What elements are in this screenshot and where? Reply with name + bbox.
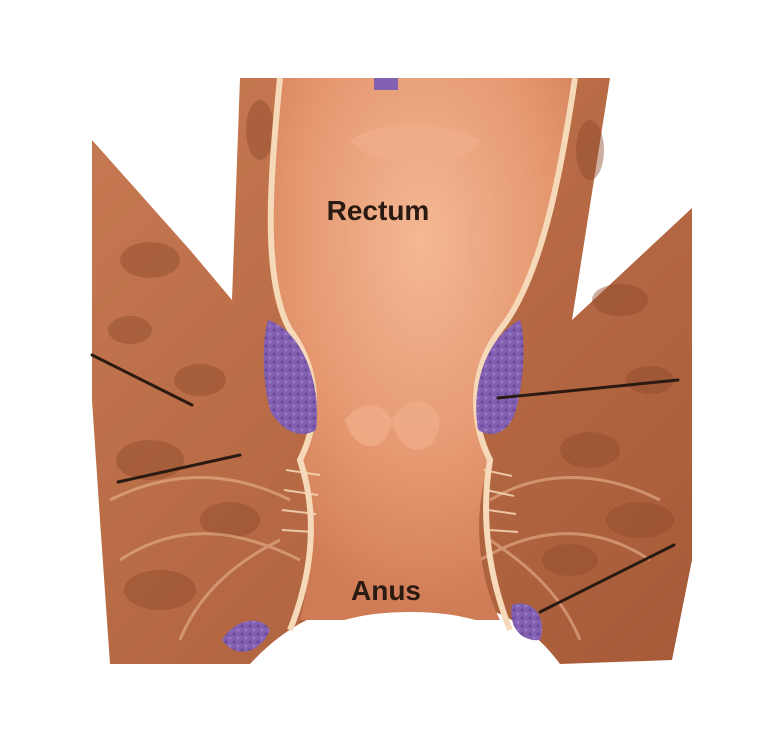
external-hemorrhoid-left <box>222 620 270 652</box>
muscle-fibers <box>109 476 661 641</box>
external-hemorrhoid-right <box>511 603 542 641</box>
pointer-line-lower-right <box>538 543 676 614</box>
internal-hemorrhoid-right <box>476 320 524 434</box>
rectum-lumen <box>270 78 575 620</box>
anal-canal-striations <box>281 469 519 533</box>
rectal-folds <box>345 125 480 450</box>
internal-hemorrhoid-left <box>263 320 317 434</box>
vessel-mark-top <box>374 78 398 90</box>
pointer-line-upper-right <box>496 378 680 400</box>
pointer-line-lower-left <box>116 453 242 484</box>
anal-opening-background <box>240 612 580 741</box>
anus-label: Anus <box>351 575 421 606</box>
pointer-lines <box>90 353 680 614</box>
rectum-label: Rectum <box>327 195 430 226</box>
pointer-line-upper-left <box>90 353 194 407</box>
lining-right <box>473 77 578 632</box>
